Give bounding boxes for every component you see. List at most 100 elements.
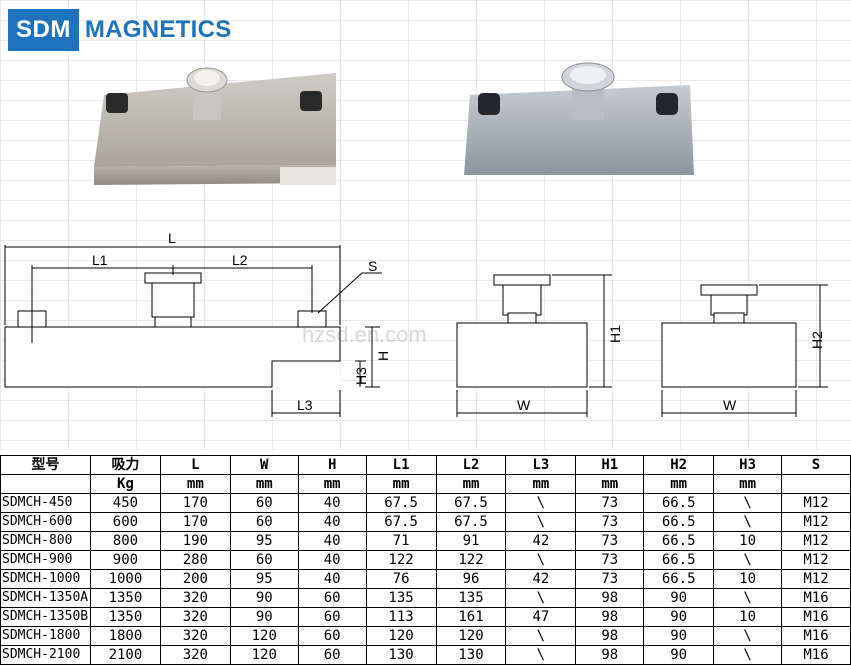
label-L: L: [168, 230, 176, 246]
table-cell: 90: [643, 607, 715, 627]
table-cell: 95: [229, 531, 299, 551]
table-cell: M12: [781, 550, 851, 570]
table-cell: \: [713, 588, 783, 608]
table-cell: 60: [229, 512, 299, 532]
table-cell: 73: [575, 569, 645, 589]
table-cell: \: [713, 512, 783, 532]
table-cell: 73: [575, 493, 645, 513]
table-cell: \: [505, 626, 577, 646]
table-cell: 135: [365, 588, 437, 608]
table-cell: L3: [505, 455, 577, 475]
table-cell: 67.5: [435, 512, 507, 532]
table-cell: 10: [713, 531, 783, 551]
table-cell: \: [505, 493, 577, 513]
table-cell: 120: [229, 626, 299, 646]
table-cell: 113: [365, 607, 437, 627]
table-cell: 95: [229, 569, 299, 589]
table-cell: W: [229, 455, 299, 475]
table-cell: 10: [713, 569, 783, 589]
table-cell: 76: [365, 569, 437, 589]
table-cell: \: [713, 550, 783, 570]
table-cell: 66.5: [643, 550, 715, 570]
table-cell: 60: [297, 607, 367, 627]
table-cell: 170: [159, 493, 231, 513]
table-cell: 120: [435, 626, 507, 646]
table-cell: 66.5: [643, 512, 715, 532]
table-cell: 190: [159, 531, 231, 551]
table-cell: 161: [435, 607, 507, 627]
table-cell: 60: [297, 626, 367, 646]
dimension-diagram: L L1 L2 S H H3 L3 H1 W H2 W: [4, 230, 828, 417]
table-cell: SDMCH-900: [0, 550, 91, 570]
table-cell: 98: [575, 607, 645, 627]
table-cell: [781, 474, 851, 494]
brand-logo: SDM MAGNETICS: [8, 8, 232, 52]
table-cell: 90: [643, 645, 715, 665]
table-cell: 60: [229, 550, 299, 570]
table-cell: 98: [575, 645, 645, 665]
table-cell: mm: [297, 474, 367, 494]
table-cell: SDMCH-2100: [0, 645, 91, 665]
table-cell: 73: [575, 531, 645, 551]
table-cell: 66.5: [643, 493, 715, 513]
logo-box: SDM: [8, 9, 79, 51]
table-cell: \: [505, 588, 577, 608]
table-cell: \: [713, 626, 783, 646]
table-cell: 200: [159, 569, 231, 589]
table-cell: Kg: [89, 474, 161, 494]
table-cell: mm: [435, 474, 507, 494]
label-H1: H1: [607, 325, 623, 343]
table-cell: SDMCH-1350A: [0, 588, 91, 608]
table-cell: 122: [435, 550, 507, 570]
table-cell: M16: [781, 626, 851, 646]
table-cell: L2: [435, 455, 507, 475]
table-cell: 320: [159, 626, 231, 646]
label-H2: H2: [809, 331, 825, 349]
table-cell: 90: [229, 588, 299, 608]
table-cell: mm: [575, 474, 645, 494]
table-cell: \: [713, 645, 783, 665]
table-cell: 90: [643, 588, 715, 608]
table-cell: H2: [643, 455, 715, 475]
table-cell: SDMCH-1000: [0, 569, 91, 589]
table-cell: 71: [365, 531, 437, 551]
table-cell: 66.5: [643, 569, 715, 589]
table-cell: mm: [229, 474, 299, 494]
table-cell: 42: [505, 569, 577, 589]
label-L2: L2: [232, 252, 248, 268]
table-cell: 40: [297, 493, 367, 513]
table-cell: M12: [781, 531, 851, 551]
table-cell: L1: [365, 455, 437, 475]
table-cell: 40: [297, 550, 367, 570]
table-cell: 900: [89, 550, 161, 570]
table-cell: \: [713, 493, 783, 513]
table-cell: 135: [435, 588, 507, 608]
table-cell: 1000: [89, 569, 161, 589]
table-cell: [0, 474, 91, 494]
table-cell: 40: [297, 531, 367, 551]
label-W1: W: [517, 397, 531, 413]
table-cell: \: [505, 512, 577, 532]
table-cell: M12: [781, 493, 851, 513]
table-cell: H: [297, 455, 367, 475]
product-photo-left: [94, 67, 336, 185]
table-cell: SDMCH-800: [0, 531, 91, 551]
table-cell: 66.5: [643, 531, 715, 551]
table-cell: mm: [365, 474, 437, 494]
label-L3: L3: [297, 397, 313, 413]
table-cell: 320: [159, 645, 231, 665]
watermark: hzsd.en.com: [302, 322, 427, 347]
table-cell: 42: [505, 531, 577, 551]
table-cell: 60: [297, 588, 367, 608]
table-cell: 450: [89, 493, 161, 513]
label-H3: H3: [353, 367, 369, 385]
table-cell: 98: [575, 588, 645, 608]
